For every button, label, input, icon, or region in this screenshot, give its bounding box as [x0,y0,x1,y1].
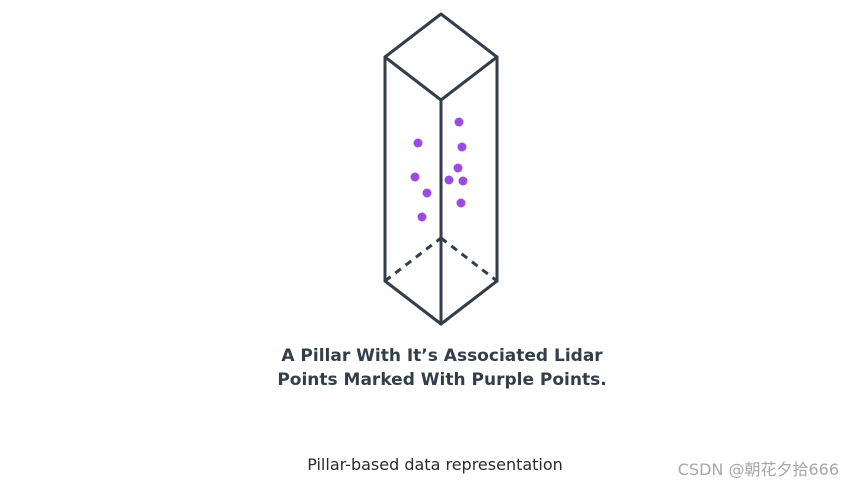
diagram-caption: A Pillar With It’s Associated Lidar Poin… [226,344,658,392]
figure-note: Pillar-based data representation [307,455,563,474]
pillar-hidden-back-right-edge [440,236,498,283]
lidar-point [444,175,454,185]
lidar-point [417,212,427,222]
lidar-point [454,117,464,127]
lidar-point [422,188,432,198]
lidar-point [456,198,466,208]
pillar-bottom-left-edge [383,279,443,326]
caption-line-2: Points Marked With Purple Points. [277,370,607,390]
lidar-point [413,138,423,148]
lidar-point [410,172,420,182]
pillar-top-face [383,12,499,102]
pillar-hidden-back-left-edge [384,236,442,283]
lidar-points [410,117,468,222]
caption-line-1: A Pillar With It’s Associated Lidar [281,346,603,366]
pillar-bottom-right-edge [439,279,499,326]
lidar-point [458,176,468,186]
lidar-point [453,163,463,173]
lidar-point [457,142,467,152]
watermark: CSDN @朝花夕拾666 [677,460,839,479]
